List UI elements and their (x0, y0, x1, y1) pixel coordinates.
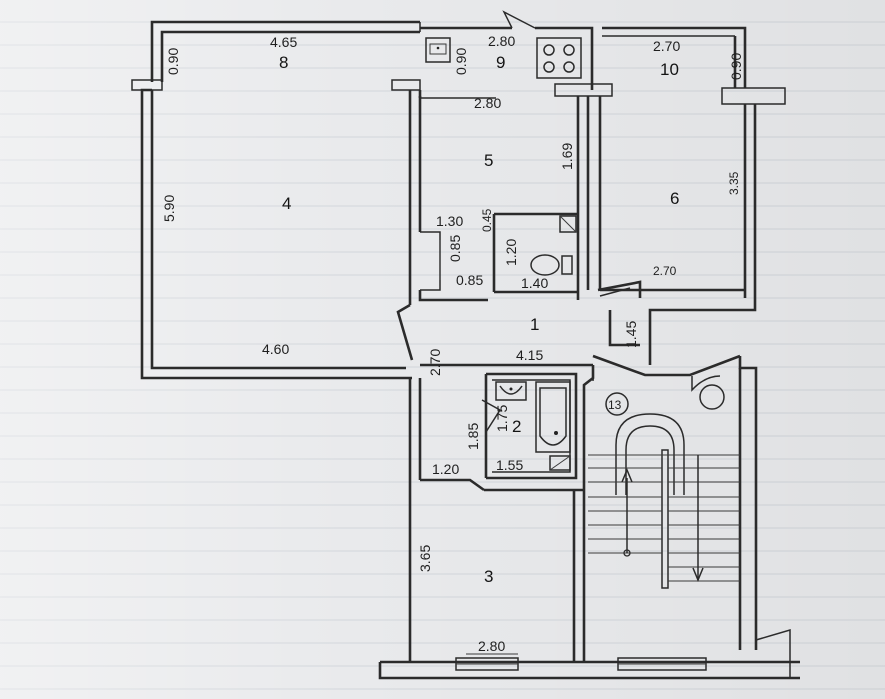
dim-175: 1.75 (494, 405, 510, 432)
window-room-3 (455, 657, 519, 671)
room-label-13: 13 (608, 398, 622, 412)
room-label-6: 6 (670, 189, 679, 208)
window-stair (617, 657, 707, 671)
room-label-3: 3 (484, 567, 493, 586)
room-3-walls (378, 478, 800, 680)
dim-270-v: 2.70 (427, 349, 443, 376)
dim-045: 0.45 (480, 208, 494, 232)
dim-169: 1.69 (559, 143, 575, 170)
dim-365: 3.65 (417, 545, 433, 572)
dim-145: 1.45 (623, 321, 639, 348)
dim-120-h: 1.20 (432, 461, 459, 477)
dim-270-top: 2.70 (653, 38, 680, 54)
dim-130: 1.30 (436, 213, 463, 229)
dim-090-c: 0.90 (728, 53, 744, 80)
dim-090-a: 0.90 (165, 48, 181, 75)
staircase (582, 354, 791, 678)
dim-140: 1.40 (521, 275, 548, 291)
toilet-icon (530, 254, 573, 276)
room-label-5: 5 (484, 151, 493, 170)
room-5-6-walls (418, 96, 757, 365)
room-label-1: 1 (530, 315, 539, 334)
room-label-10: 10 (660, 60, 679, 79)
dim-120-v: 1.20 (503, 239, 519, 266)
bathtub-icon (535, 381, 571, 471)
dim-335: 3.35 (727, 171, 741, 195)
dim-280-bot: 2.80 (478, 638, 505, 654)
room-label-9: 9 (496, 53, 505, 72)
dim-155: 1.55 (496, 457, 523, 473)
washbasin-icon (495, 381, 527, 401)
sink-icon (425, 37, 451, 63)
toilet-room (492, 212, 578, 294)
closet (420, 231, 441, 291)
stove-icon (536, 37, 582, 79)
dim-460: 4.60 (262, 341, 289, 357)
room-label-4: 4 (282, 194, 291, 213)
dim-590: 5.90 (161, 195, 177, 222)
dim-185: 1.85 (465, 423, 481, 450)
room-label-2: 2 (512, 417, 521, 436)
dim-280-mid: 2.80 (474, 95, 501, 111)
room-label-8: 8 (279, 53, 288, 72)
room-labels: 8 9 10 4 5 6 1 2 3 13 (279, 53, 679, 586)
dim-085-v: 0.85 (447, 235, 463, 262)
dimension-labels: 4.65 0.90 0.90 2.80 2.70 0.90 2.80 1.69 … (161, 33, 744, 655)
room-4-walls (140, 88, 422, 380)
dim-270-r: 2.70 (653, 264, 677, 278)
corridor-walls (396, 280, 642, 662)
dim-280-top: 2.80 (488, 33, 515, 49)
dim-465: 4.65 (270, 34, 297, 50)
dim-090-b: 0.90 (453, 48, 469, 75)
dim-415: 4.15 (516, 347, 543, 363)
dim-085-h: 0.85 (456, 272, 483, 288)
balcony-walls (131, 10, 786, 105)
